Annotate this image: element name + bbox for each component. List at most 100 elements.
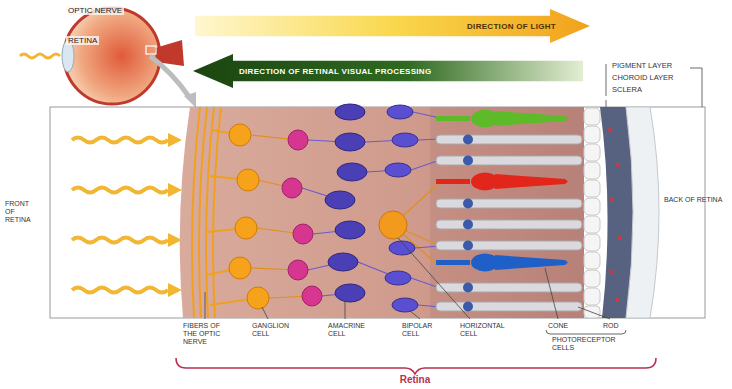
- leader-line: [205, 292, 206, 319]
- choroid-layer: [608, 128, 612, 132]
- retina-tissue: [180, 107, 584, 318]
- ganglion-cell: [288, 260, 308, 280]
- pigment-layer: [584, 144, 600, 161]
- rod-nucleus: [463, 135, 473, 312]
- leader-line: [606, 100, 607, 107]
- rod-nucleus: [463, 199, 473, 209]
- rod-cell: [436, 241, 582, 250]
- rod-cell: [436, 220, 582, 229]
- incoming-light: [72, 138, 168, 293]
- pigment-layer: [584, 234, 600, 251]
- eye-inset: [150, 56, 190, 98]
- part-label: HORIZONTAL CELL: [460, 322, 512, 338]
- ganglion-cell: [293, 224, 313, 244]
- part-label: SCLERA: [612, 86, 642, 95]
- part-label: BACK OF RETINA: [664, 196, 722, 204]
- pigment-layer: [584, 180, 600, 197]
- horizontal-cell: [379, 211, 407, 239]
- incoming-light: [72, 188, 168, 193]
- rod-cell: [436, 302, 582, 311]
- ganglion-cell: [288, 130, 308, 150]
- leader-line: [398, 238, 470, 319]
- part-label: FRONT OF RETINA: [5, 200, 35, 224]
- leader-line: [205, 64, 702, 319]
- rod-nucleus: [463, 156, 473, 166]
- leader-line: [262, 307, 268, 319]
- cone-cell: [495, 174, 568, 189]
- amacrine-cell: [335, 104, 365, 120]
- rod-nucleus: [463, 241, 473, 251]
- leader-line: [410, 311, 420, 319]
- pigment-layer: [584, 108, 600, 318]
- rod-cell: [436, 283, 582, 292]
- amacrine-cell: [335, 284, 365, 302]
- cone-cell: [471, 110, 499, 128]
- eye-inset: [20, 54, 60, 58]
- pigment-layer: [584, 162, 600, 179]
- bipolar-cell: [385, 163, 411, 177]
- pigment-layer: [584, 108, 600, 125]
- incoming-light: [72, 138, 168, 143]
- pigment-layer: [584, 198, 600, 215]
- sclera: [626, 107, 659, 318]
- rod-cell: [436, 135, 582, 311]
- bipolar-cell: [392, 133, 418, 147]
- ganglion-cell: [247, 287, 269, 309]
- pigment-layer: [584, 216, 600, 233]
- eye-inset: [184, 92, 196, 108]
- cone-cell: [495, 255, 568, 270]
- horizontal-cell: [379, 211, 407, 239]
- dendrite: [250, 135, 440, 298]
- cone-cell: [436, 116, 470, 121]
- optic-nerve-fibers: [213, 107, 221, 318]
- leader-line: [690, 68, 702, 107]
- rod-cell: [436, 156, 582, 165]
- pigment-layer: [584, 270, 600, 287]
- light-arrowhead: [168, 133, 182, 147]
- ganglion-cell: [235, 217, 257, 239]
- bracket: [546, 330, 626, 334]
- light-arrowhead: [168, 283, 182, 297]
- part-label: BIPOLAR CELL: [402, 322, 442, 338]
- cone-cell: [436, 110, 568, 272]
- part-label: ROD: [603, 322, 619, 330]
- ganglion-cell: [282, 178, 302, 198]
- sclera: [626, 107, 659, 318]
- retina-panel: [50, 107, 705, 318]
- part-label: AMACRINE CELL: [328, 322, 372, 338]
- incoming-light: [72, 288, 168, 293]
- part-label: GANGLION CELL: [252, 322, 294, 338]
- leader-line: [345, 300, 346, 319]
- leader-line: [578, 307, 610, 319]
- cone-cell: [471, 254, 499, 272]
- part-label: RETINA: [66, 36, 99, 45]
- arrow-shape: [195, 9, 590, 43]
- retina-panel: [50, 107, 705, 318]
- part-label: Retina: [375, 374, 455, 386]
- arrow-shape: [193, 54, 583, 88]
- rod-nucleus: [463, 135, 473, 145]
- incoming-light: [72, 238, 168, 243]
- part-label: CHOROID LAYER: [612, 74, 674, 83]
- choroid-layer: [616, 163, 620, 167]
- part-label: FIBERS OF THE OPTIC NERVE: [183, 322, 235, 346]
- bipolar-cell: [385, 105, 418, 312]
- amacrine-cell: [325, 191, 355, 209]
- amacrine-cell: [328, 253, 358, 271]
- rod-nucleus: [463, 302, 473, 312]
- pigment-layer: [584, 288, 600, 305]
- arrow-label: DIRECTION OF LIGHT: [467, 22, 556, 31]
- arrow-label: DIRECTION OF RETINAL VISUAL PROCESSING: [239, 67, 431, 76]
- leader-line: [545, 268, 558, 319]
- part-label: CONE: [548, 322, 568, 330]
- optic-nerve-fibers: [192, 107, 258, 318]
- cone-cell: [436, 179, 470, 184]
- ganglion-cell: [237, 169, 259, 191]
- ganglion-cell: [229, 257, 251, 279]
- direction-arrow: DIRECTION OF LIGHT: [195, 9, 590, 43]
- dendrite: [302, 112, 440, 307]
- rod-nucleus: [463, 220, 473, 230]
- choroid-layer: [618, 236, 622, 240]
- cone-cell: [471, 173, 499, 191]
- amacrine-cell: [335, 221, 365, 239]
